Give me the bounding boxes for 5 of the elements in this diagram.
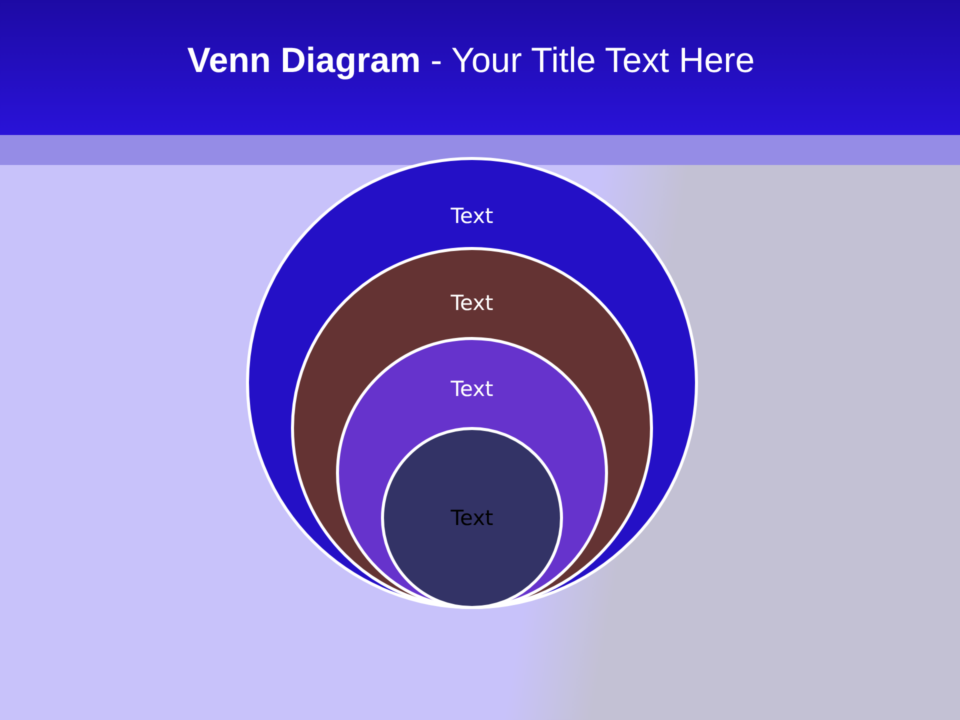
circle-label: Text	[450, 290, 494, 316]
circle-label: Text	[450, 203, 494, 229]
circle-label: Text	[450, 505, 494, 531]
circle-label: Text	[450, 376, 494, 402]
slide-title: Venn Diagram - Your Title Text Here	[187, 40, 755, 82]
